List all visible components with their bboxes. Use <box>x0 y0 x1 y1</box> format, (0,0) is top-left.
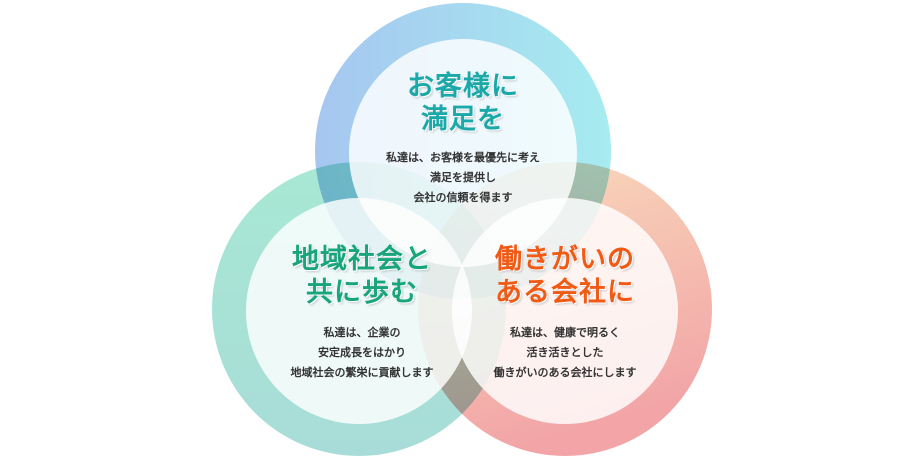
title-line: 共に歩む <box>306 277 418 308</box>
workplace-body: 私達は、健康で明るく 活き活きとした 働きがいのある会社にします <box>445 323 685 383</box>
inner-community <box>246 198 472 424</box>
body-line: 活き活きとした <box>526 346 604 359</box>
workplace-title: 働きがいの ある会社に <box>445 243 685 309</box>
community-body: 私達は、企業の 安定成長をはかり 地域社会の繁栄に貢献します <box>242 323 482 383</box>
inner-workplace <box>452 198 678 424</box>
title-line: 満足を <box>421 104 505 135</box>
workplace-section: 働きがいの ある会社に 私達は、健康で明るく 活き活きとした 働きがいのある会社… <box>445 243 685 383</box>
community-section: 地域社会と 共に歩む 私達は、企業の 安定成長をはかり 地域社会の繁栄に貢献しま… <box>242 243 482 383</box>
body-line: 働きがいのある会社にします <box>493 366 637 379</box>
title-line: ある会社に <box>495 277 635 308</box>
body-line: 満足を提供し <box>430 171 496 184</box>
customer-section: お客様に 満足を 私達は、お客様を最優先に考え 満足を提供し 会社の信頼を得ます <box>343 70 583 208</box>
title-line: 地域社会と <box>292 244 432 275</box>
title-line: 働きがいの <box>495 244 635 275</box>
body-line: 私達は、お客様を最優先に考え <box>386 151 540 164</box>
body-line: 私達は、企業の <box>323 326 401 339</box>
title-line: お客様に <box>407 71 519 102</box>
customer-body: 私達は、お客様を最優先に考え 満足を提供し 会社の信頼を得ます <box>343 148 583 208</box>
customer-title: お客様に 満足を <box>343 70 583 136</box>
body-line: 地域社会の繁栄に貢献します <box>290 366 434 379</box>
community-title: 地域社会と 共に歩む <box>242 243 482 309</box>
body-line: 私達は、健康で明るく <box>510 326 620 339</box>
body-line: 会社の信頼を得ます <box>413 191 513 204</box>
body-line: 安定成長をはかり <box>318 346 406 359</box>
